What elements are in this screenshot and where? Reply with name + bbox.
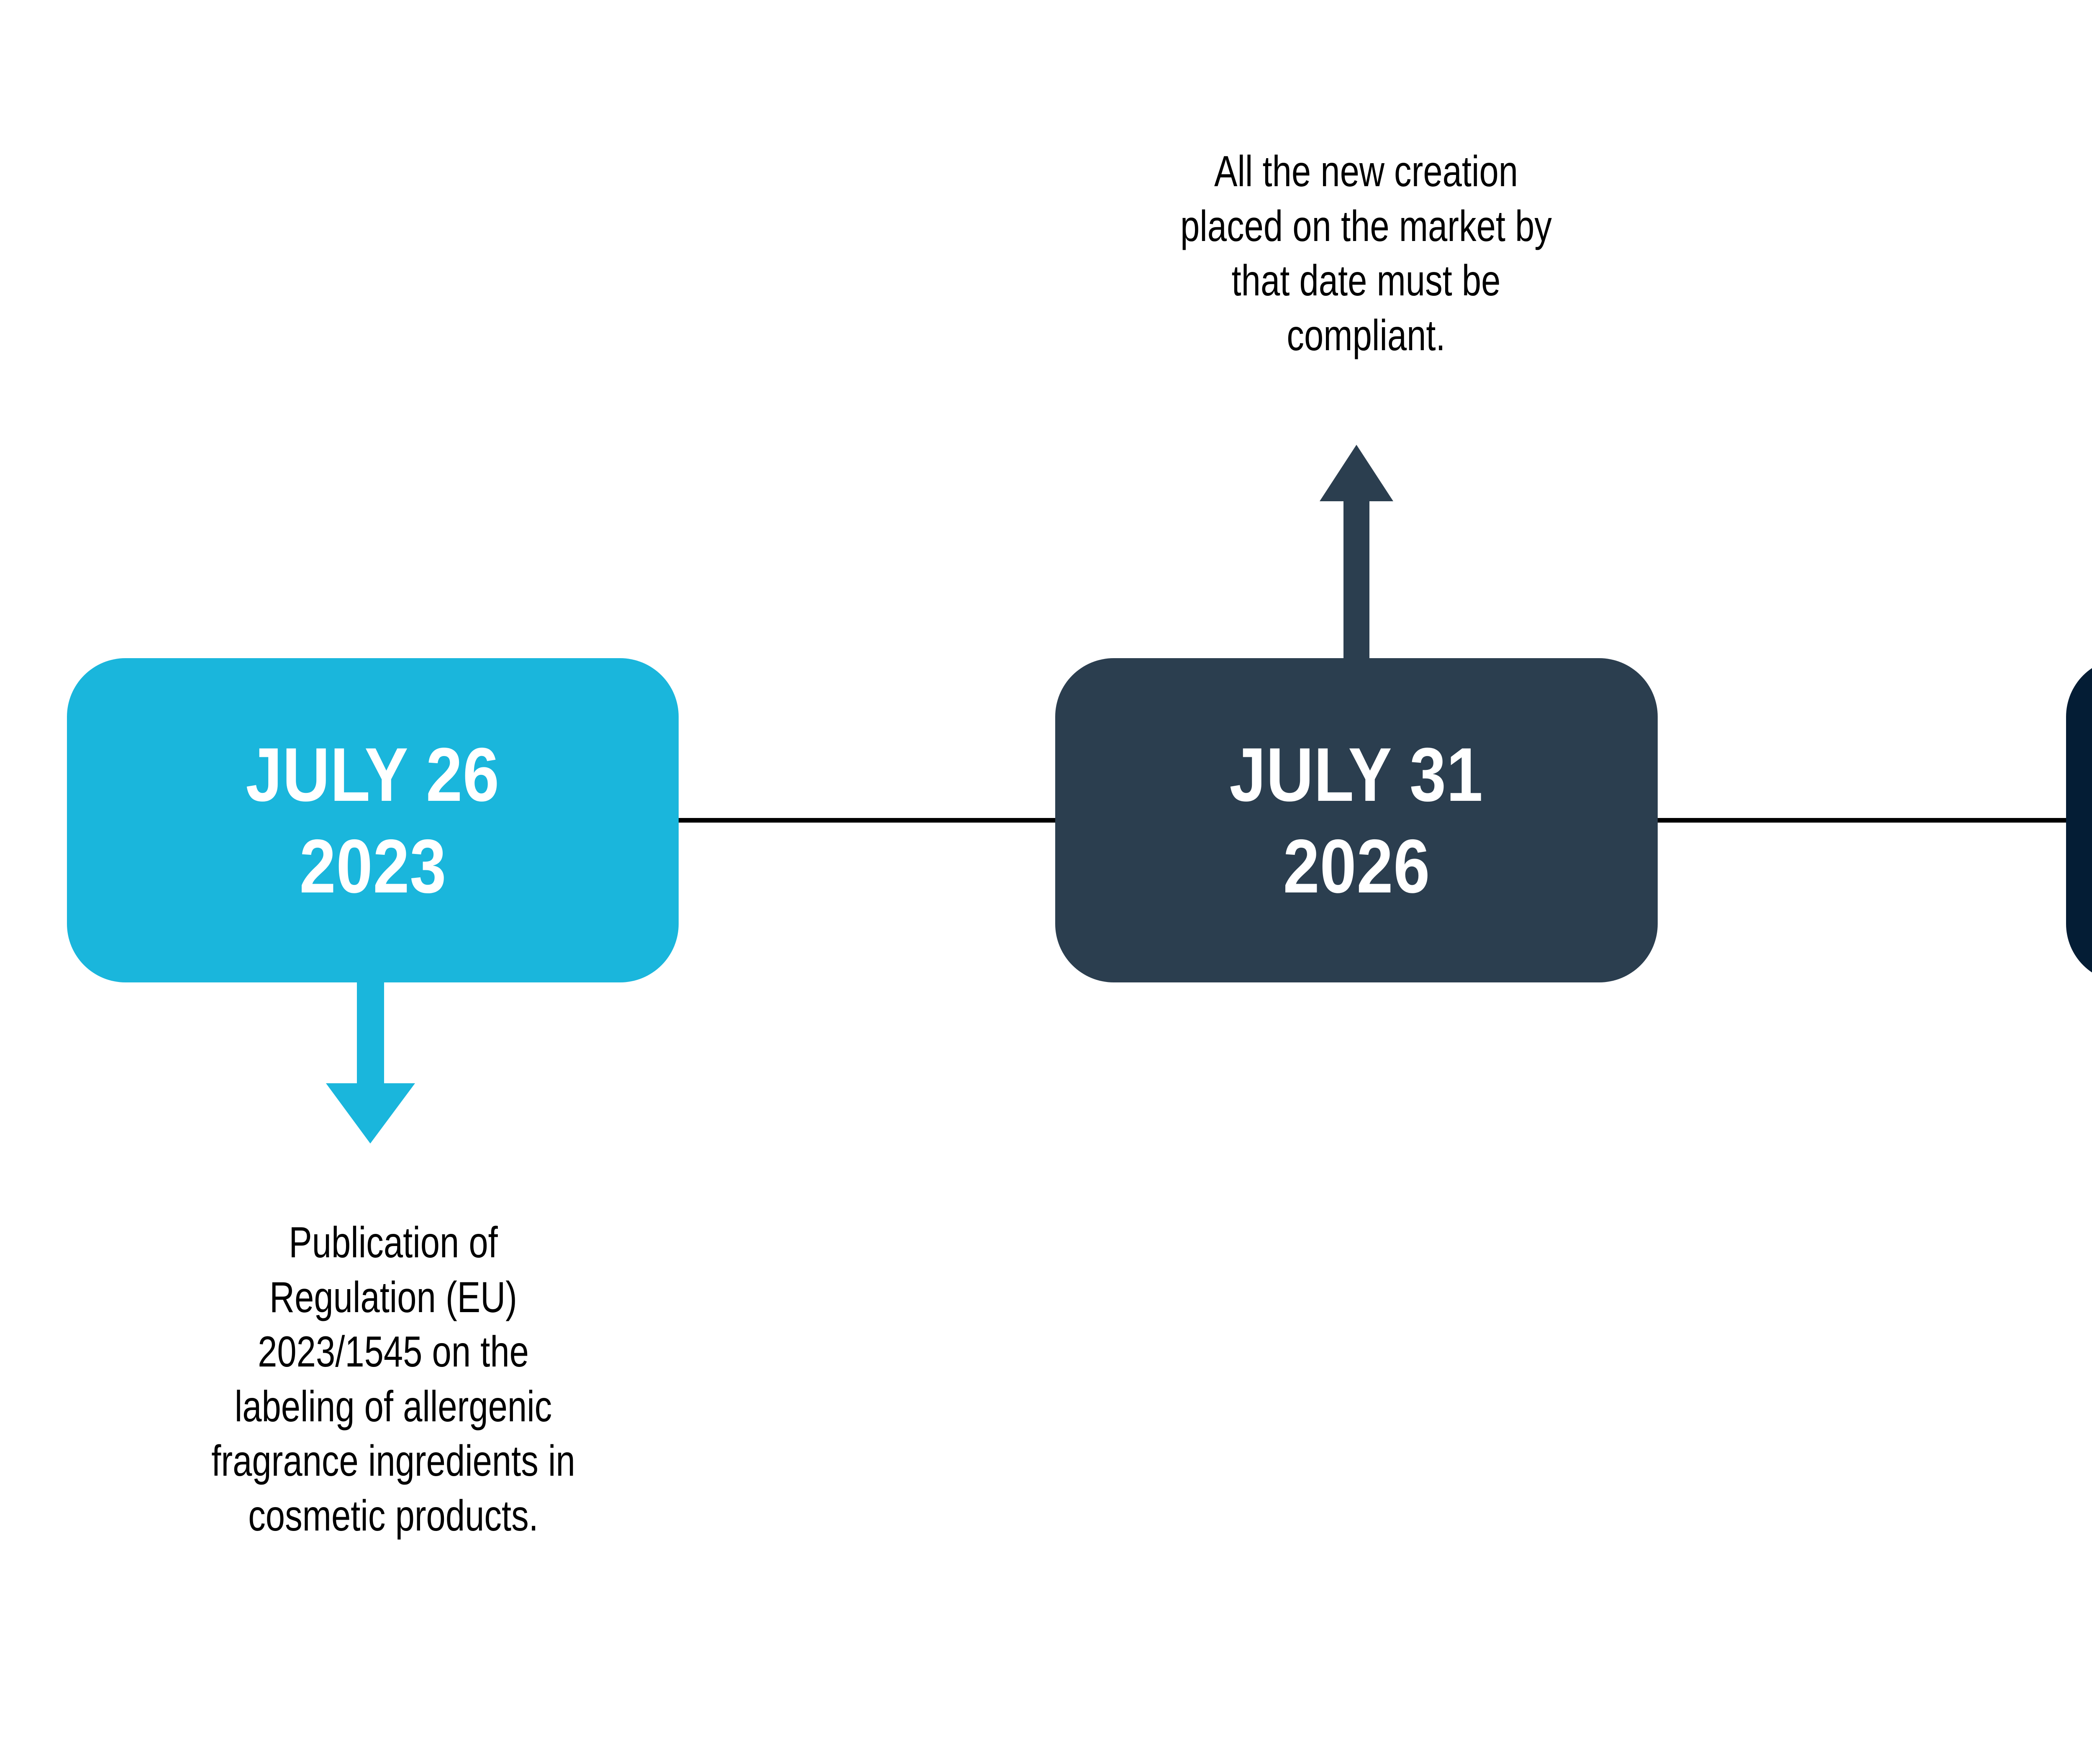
milestone-date-line-2: 2026 xyxy=(1283,823,1430,909)
milestone-caption-july-26-2023: Publication of Regulation (EU) 2023/1545… xyxy=(211,1218,575,1540)
milestone-date-line-1: JULY 31 xyxy=(1229,732,1484,818)
milestone-box-july-26-2023[interactable]: JULY 26 2023 xyxy=(67,658,679,982)
up-arrow-icon-milestone-2 xyxy=(1320,445,1393,686)
milestone-date-line-1: JULY 26 xyxy=(246,732,500,818)
milestone-box-july-31-2028[interactable]: JULY 31 2028 xyxy=(2066,658,2092,982)
milestone-date-line-2: 2023 xyxy=(299,823,446,909)
milestone-box-july-31-2026[interactable]: JULY 31 2026 xyxy=(1055,658,1658,982)
milestone-caption-july-31-2028: Withdrawal from the market of non-compli… xyxy=(2075,1215,2092,1379)
connector-line-2 xyxy=(1655,818,2069,823)
connector-line-1 xyxy=(678,818,1061,823)
down-arrow-icon-milestone-1 xyxy=(326,962,415,1144)
milestone-caption-july-31-2026: All the new creation placed on the marke… xyxy=(1180,147,1552,360)
